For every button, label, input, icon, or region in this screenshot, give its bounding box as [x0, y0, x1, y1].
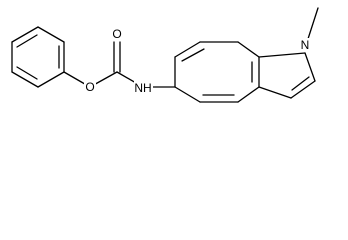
bond — [174, 41, 201, 58]
bond — [174, 86, 201, 103]
bond — [290, 80, 316, 99]
label-background — [134, 81, 153, 95]
indole-nitrogen-label: N — [301, 38, 310, 52]
bond — [258, 86, 292, 99]
bond — [37, 71, 65, 88]
bond — [237, 86, 260, 103]
amide-nitrogen-label: NH — [134, 81, 151, 95]
bond — [11, 26, 39, 43]
ester-oxygen-label: O — [85, 80, 94, 94]
bond — [306, 7, 319, 43]
bond — [258, 52, 306, 58]
bond — [37, 26, 65, 43]
bond — [304, 52, 316, 82]
double-bond-inner — [291, 76, 310, 91]
phenyl-ring — [11, 26, 65, 88]
double-bond-inner — [16, 34, 38, 48]
label-background — [111, 28, 123, 41]
bond — [237, 41, 260, 58]
double-bond-inner — [181, 48, 205, 62]
bond — [11, 71, 39, 88]
atom-labels: O O NH N — [84, 27, 312, 95]
chemical-structure: O O NH N — [11, 7, 319, 103]
label-background — [84, 81, 96, 94]
carbonyl-oxygen-label: O — [112, 27, 121, 41]
double-bond-inner — [16, 66, 38, 80]
indole-benzene-ring — [174, 41, 260, 103]
carbamate-linker — [63, 41, 176, 88]
indole-pyrrole-ring — [258, 7, 319, 99]
label-background — [299, 38, 312, 52]
